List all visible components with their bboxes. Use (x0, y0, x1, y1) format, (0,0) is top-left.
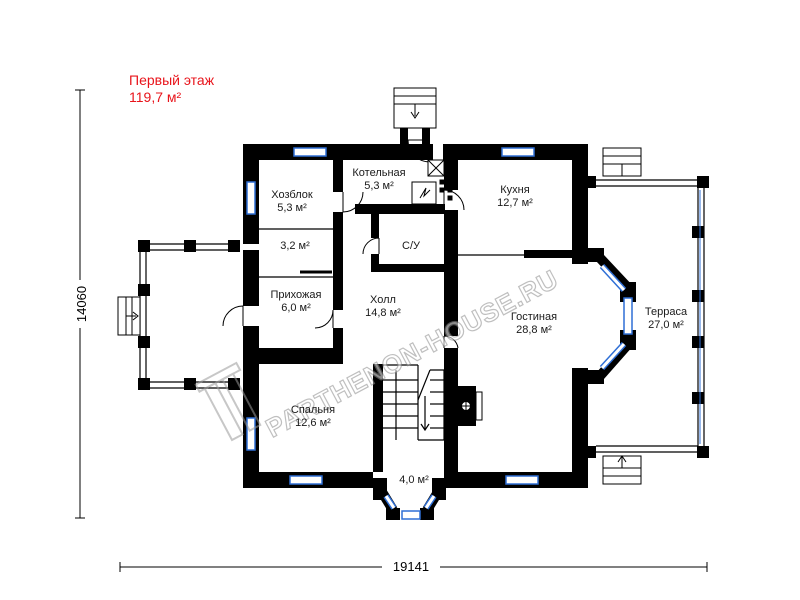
room-kotelnaya-name: Котельная (352, 167, 405, 179)
room-kuhnya-name: Кухня (500, 184, 529, 196)
room-holl-name: Холл (370, 294, 396, 306)
room-spalnya-area: 12,6 м² (295, 417, 331, 429)
terrace-steps (602, 147, 642, 485)
windows (246, 147, 633, 520)
walls (138, 128, 709, 520)
fireplace (461, 391, 483, 421)
room-kotelnaya-area: 5,3 м² (364, 180, 394, 192)
north-entrance-steps (393, 87, 437, 129)
boiler-equipment (411, 159, 453, 205)
room-kladovka-area: 3,2 м² (280, 240, 310, 252)
room-terrasa-area: 27,0 м² (648, 319, 684, 331)
room-erker-area: 4,0 м² (399, 474, 429, 486)
room-gostinaya-area: 28,8 м² (516, 324, 552, 336)
west-porch-steps (117, 296, 141, 336)
room-kuhnya-area: 12,7 м² (497, 197, 533, 209)
room-gostinaya-name: Гостиная (511, 311, 557, 323)
room-terrasa-name: Терраса (645, 306, 688, 318)
doors (222, 139, 465, 349)
room-prihozhaya-area: 6,0 м² (281, 302, 311, 314)
room-holl-area: 14,8 м² (365, 307, 401, 319)
room-hozblok-name: Хозблок (271, 189, 313, 201)
room-labels: Котельная 5,3 м² Хозблок 5,3 м² 3,2 м² С… (271, 167, 688, 486)
width-dim-label: 19141 (393, 559, 429, 574)
room-spalnya-name: Спальня (291, 404, 335, 416)
height-dim-label: 14060 (74, 286, 89, 322)
thin-partitions (139, 179, 705, 453)
room-prihozhaya-name: Прихожая (271, 289, 322, 301)
floor-name: Первый этаж (129, 72, 215, 88)
room-hozblok-area: 5,3 м² (277, 202, 307, 214)
floor-area: 119,7 м² (129, 89, 182, 105)
floor-title: Первый этаж 119,7 м² (129, 72, 214, 106)
bay-windows-inner (384, 264, 626, 509)
room-su-name: С/У (402, 240, 421, 252)
